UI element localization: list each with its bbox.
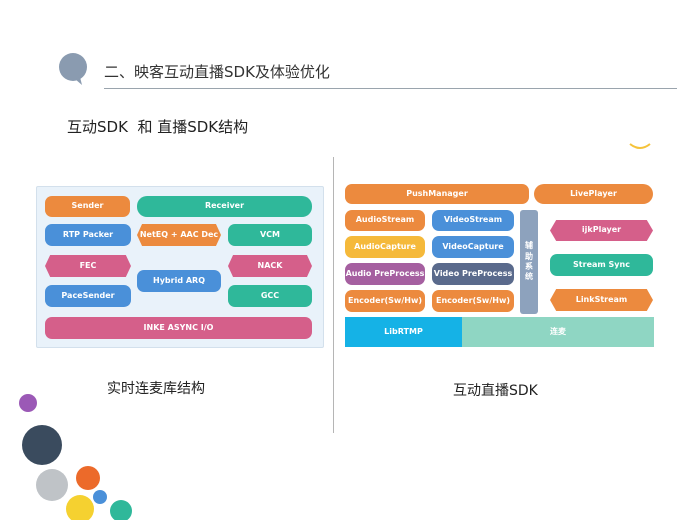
pace-sender-box: PaceSender — [45, 285, 131, 307]
right-diagram-caption: 互动直播SDK — [453, 383, 538, 399]
vcm-box: VCM — [228, 224, 312, 246]
audio-stream-box: AudioStream — [345, 210, 425, 231]
receiver-box: Receiver — [137, 196, 312, 217]
aux-system-box: 辅助系统 — [520, 210, 538, 314]
column-divider — [333, 157, 334, 433]
section-subtitle: 互动SDK 和 直播SDK结构 — [67, 118, 249, 136]
audio-preprocess-box: Audio PreProcess — [345, 263, 425, 285]
page-title: 二、映客互动直播SDK及体验优化 — [104, 63, 330, 81]
video-encoder-box: Encoder(Sw/Hw) — [432, 290, 514, 312]
header-divider — [104, 88, 677, 89]
rtp-packer-box: RTP Packer — [45, 224, 131, 246]
audio-capture-box: AudioCapture — [345, 236, 425, 258]
fec-box: FEC — [45, 255, 131, 277]
librtmp-box: LibRTMP — [345, 317, 462, 347]
lianmai-box: 连麦 — [462, 317, 654, 347]
video-preprocess-box: Video PreProcess — [432, 263, 514, 285]
live-player-box: LivePlayer — [534, 184, 653, 204]
left-diagram-caption: 实时连麦库结构 — [107, 381, 205, 397]
neteq-box: NetEQ + AAC Dec — [137, 224, 221, 246]
stream-sync-box: Stream Sync — [550, 254, 653, 276]
header-bullet-icon — [59, 53, 87, 85]
inke-async-box: INKE ASYNC I/O — [45, 317, 312, 339]
gcc-box: GCC — [228, 285, 312, 307]
sender-box: Sender — [45, 196, 130, 217]
video-capture-box: VideoCapture — [432, 236, 514, 258]
nack-box: NACK — [228, 255, 312, 277]
video-stream-box: VideoStream — [432, 210, 514, 231]
link-stream-box: LinkStream — [550, 289, 653, 311]
left-diagram: Sender Receiver RTP Packer NetEQ + AAC D… — [36, 186, 324, 348]
right-diagram: PushManager LivePlayer AudioStream Video… — [343, 182, 656, 348]
decorative-arc — [629, 143, 651, 149]
push-manager-box: PushManager — [345, 184, 529, 204]
audio-encoder-box: Encoder(Sw/Hw) — [345, 290, 425, 312]
ijk-player-box: ijkPlayer — [550, 220, 653, 241]
hybrid-arq-box: Hybrid ARQ — [137, 270, 221, 292]
decorative-circles — [19, 394, 132, 520]
